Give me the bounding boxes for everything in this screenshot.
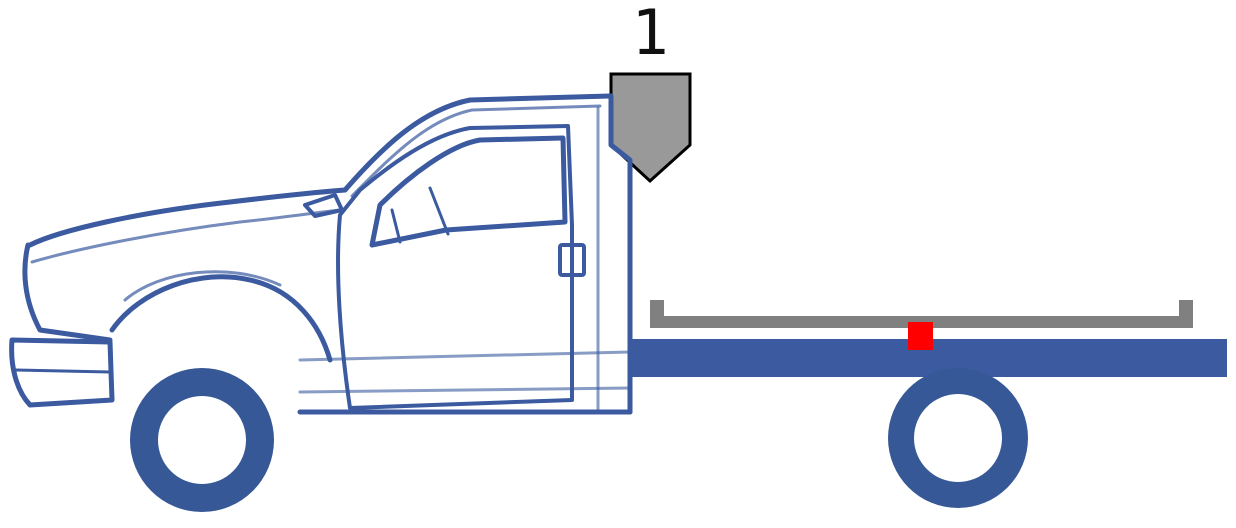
window-outline [369,135,568,248]
front-bumper [9,337,115,408]
front-fender-line [123,270,282,302]
truck-cab [9,93,633,415]
rocker-panel-lower [298,386,632,394]
front-grille [22,242,113,343]
bumper-line [14,368,112,374]
door-handle [558,243,586,277]
hood-line [27,187,348,248]
cab-roof-line [342,93,613,193]
window-pillar-line [428,186,450,236]
bed-rail-right-post [1179,300,1193,328]
door-outline [336,124,574,410]
front-wheel [130,368,274,512]
marker-pin-shape [609,72,692,184]
cab-back-wall [608,93,633,415]
side-mirror [303,193,344,218]
rear-wheel [888,368,1028,508]
window-inner-line [390,208,402,244]
rear-wheel-hub [914,394,1002,482]
bed-rail-left-post [650,300,664,328]
front-wheel-hub [158,396,246,484]
rocker-panel [298,350,632,362]
cab-roof-inner-line [350,104,602,198]
attachment-point [908,322,933,350]
front-wheel-arch [109,274,333,363]
hood-side-line [30,208,342,264]
marker-number-label: 1 [631,0,668,69]
